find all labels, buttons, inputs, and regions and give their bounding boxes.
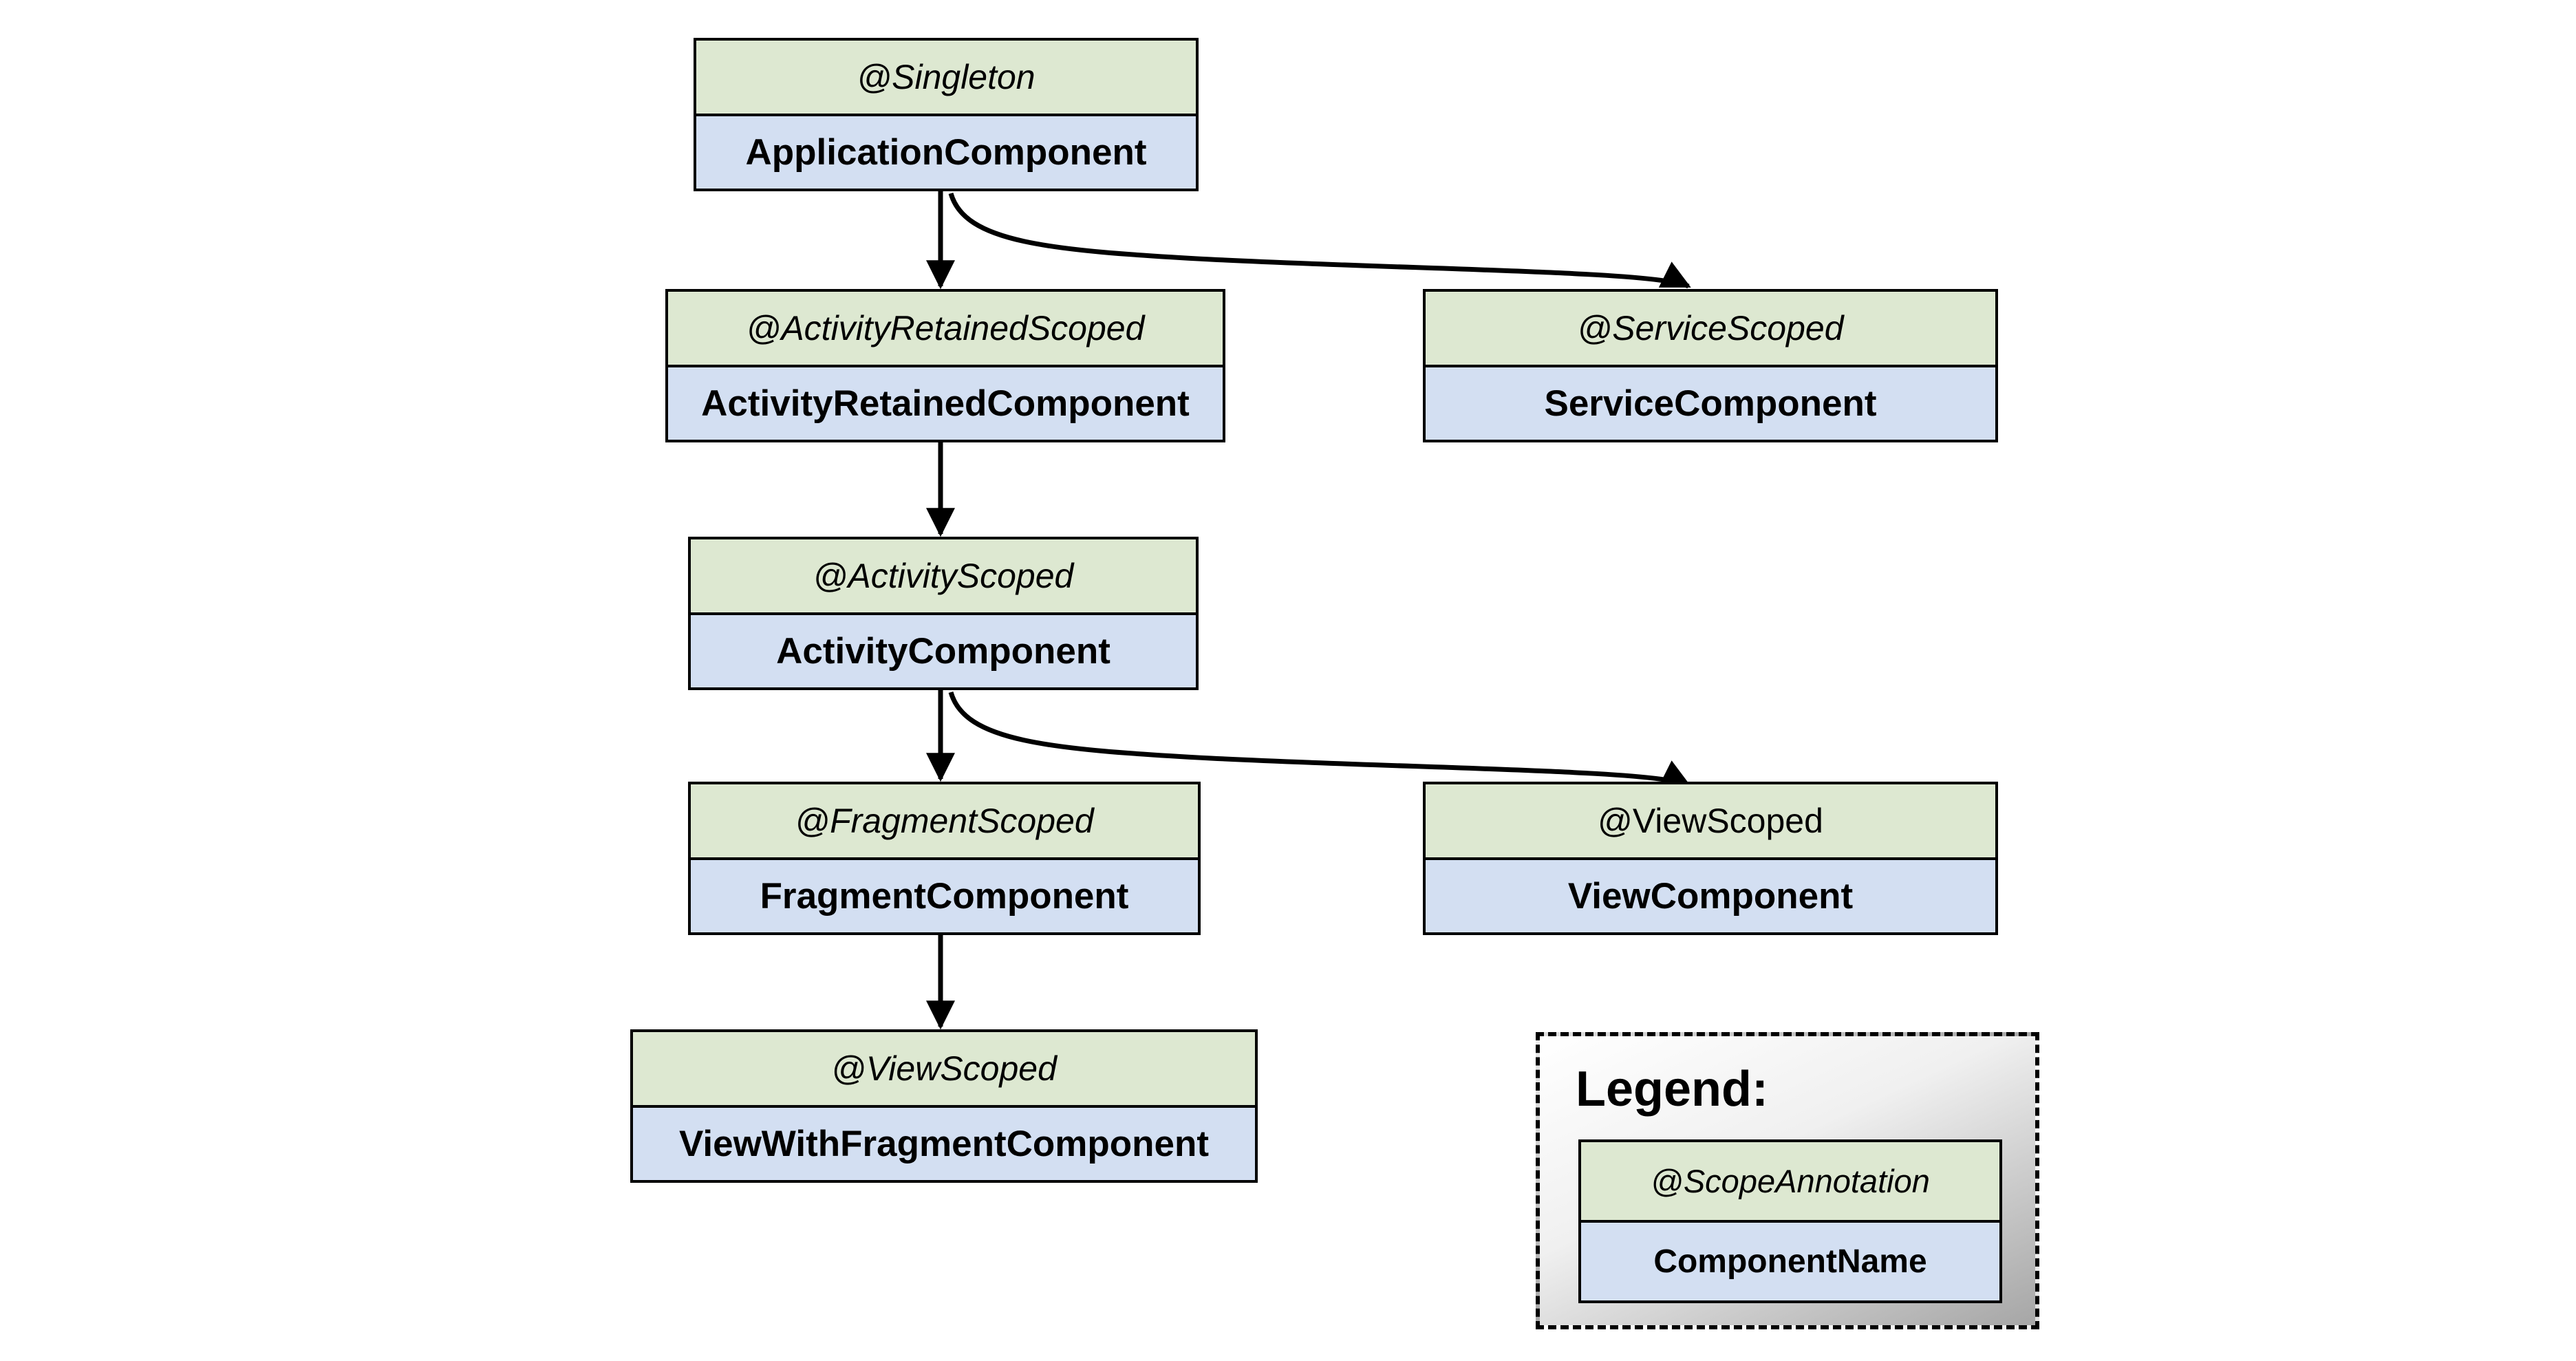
node-activity-component: @ActivityScoped ActivityComponent bbox=[688, 537, 1199, 690]
component-name-label: ActivityRetainedComponent bbox=[668, 367, 1223, 440]
scope-annotation-label: @ActivityScoped bbox=[691, 539, 1196, 615]
node-activity-retained-component: @ActivityRetainedScoped ActivityRetained… bbox=[665, 289, 1225, 442]
scope-annotation-label: @ViewScoped bbox=[633, 1032, 1255, 1108]
scope-annotation-label: @FragmentScoped bbox=[691, 784, 1198, 860]
legend-component-name-label: ComponentName bbox=[1581, 1223, 1999, 1300]
node-fragment-component: @FragmentScoped FragmentComponent bbox=[688, 782, 1201, 935]
component-name-label: ActivityComponent bbox=[691, 614, 1196, 687]
edge-activity-to-view bbox=[948, 692, 1691, 788]
legend-title: Legend: bbox=[1576, 1062, 1768, 1117]
legend-box: Legend: @ScopeAnnotation ComponentName bbox=[1536, 1032, 2039, 1329]
component-name-label: ServiceComponent bbox=[1426, 367, 1995, 440]
component-name-label: ApplicationComponent bbox=[696, 116, 1196, 189]
legend-scope-annotation-label: @ScopeAnnotation bbox=[1581, 1142, 1999, 1223]
node-application-component: @Singleton ApplicationComponent bbox=[694, 38, 1199, 191]
node-service-component: @ServiceScoped ServiceComponent bbox=[1423, 289, 1998, 442]
edge-application-to-service bbox=[948, 193, 1691, 289]
scope-annotation-label: @ServiceScoped bbox=[1426, 292, 1995, 367]
scope-annotation-label: @ActivityRetainedScoped bbox=[668, 292, 1223, 367]
scope-annotation-label: @ViewScoped bbox=[1426, 784, 1995, 860]
node-view-component: @ViewScoped ViewComponent bbox=[1423, 782, 1998, 935]
scope-annotation-label: @Singleton bbox=[696, 41, 1196, 116]
component-name-label: ViewComponent bbox=[1426, 859, 1995, 932]
component-name-label: FragmentComponent bbox=[691, 859, 1198, 932]
node-view-with-fragment-component: @ViewScoped ViewWithFragmentComponent bbox=[630, 1029, 1258, 1183]
component-name-label: ViewWithFragmentComponent bbox=[633, 1107, 1255, 1180]
legend-sample-node: @ScopeAnnotation ComponentName bbox=[1578, 1139, 2002, 1303]
